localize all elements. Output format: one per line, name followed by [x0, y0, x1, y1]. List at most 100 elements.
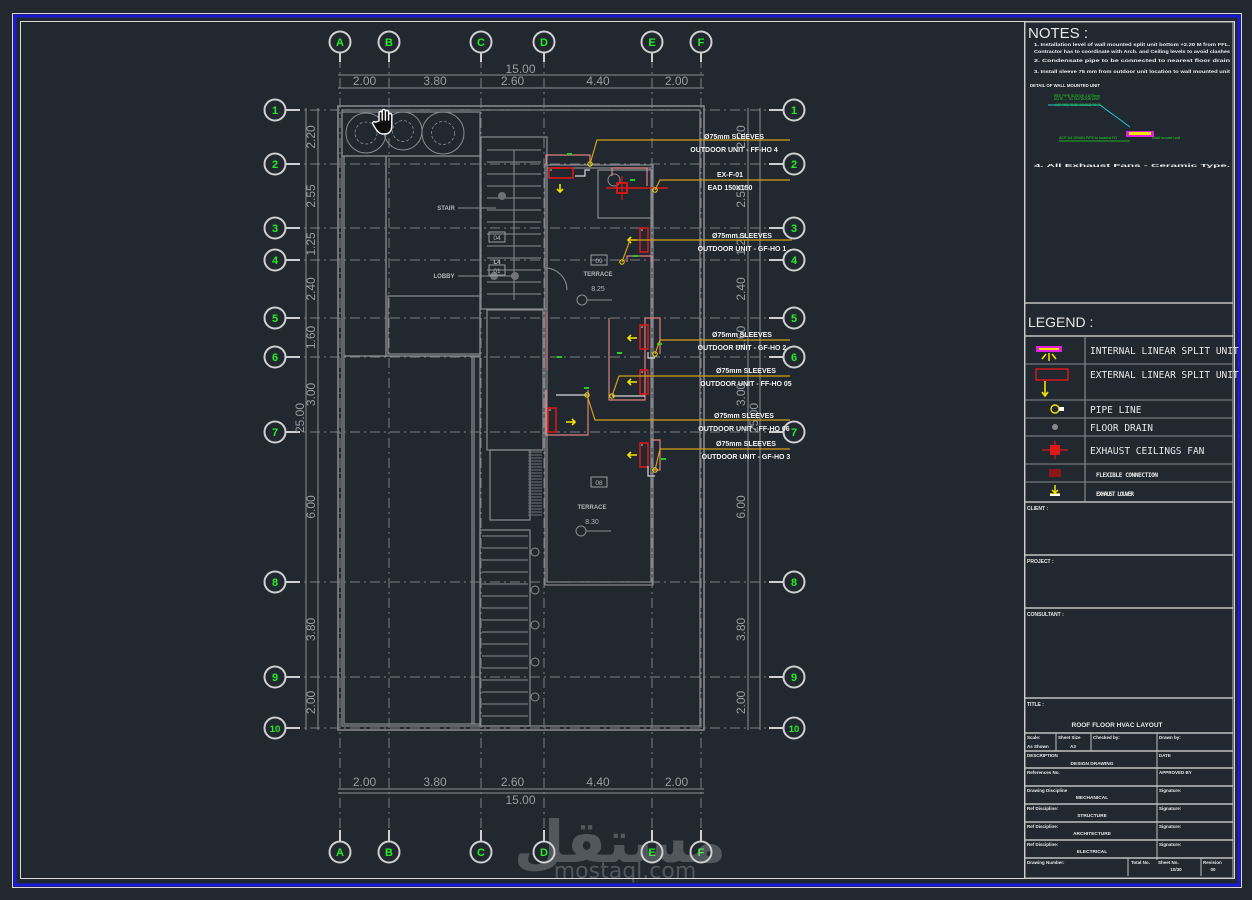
- callout-line-1: Ø75mm SLEEVES: [716, 441, 776, 448]
- discipline-label: Ref Discipline:: [1027, 842, 1059, 847]
- drawn-by-label: Drawn by:: [1159, 735, 1181, 740]
- terrace-inner: [546, 167, 652, 583]
- callout-line-2: OUTDOOR UNIT - FF-HO 06: [698, 426, 789, 433]
- grid-bubble-circle: [782, 570, 806, 594]
- pipe-line-icon: [1050, 404, 1064, 414]
- grid-bubble-label: A: [336, 37, 344, 49]
- grid-bubble-col-E: E: [640, 30, 664, 62]
- leader-line: [611, 375, 790, 397]
- dimension-value: 2.00: [734, 690, 748, 714]
- sleeve-tag: [657, 343, 662, 345]
- exhaust-fan-icon: [1042, 441, 1068, 459]
- refrigerant-pipe: [545, 390, 589, 436]
- icon-part: [1050, 494, 1060, 496]
- note-item: 4. All Exhaust Fans - Ceramic Type.: [1034, 163, 1230, 168]
- watermark-arabic: مستقل: [514, 808, 726, 876]
- grid-bubble-circle: [263, 570, 287, 594]
- grid-bubble-label: E: [648, 847, 655, 859]
- grid-bubble-circle: [782, 716, 806, 740]
- condensate-arrow-icon: [626, 451, 637, 459]
- project-label: PROJECT :: [1027, 559, 1054, 565]
- grid-bubble-row-1: 1: [769, 98, 806, 122]
- vertical-dimension-chain: 2.202.551.252.401.603.006.003.802.0025.0…: [734, 108, 761, 730]
- dimension-value: 2.00: [665, 775, 689, 789]
- grid-bubble-col-D: D: [532, 830, 556, 864]
- dimension-value: 2.20: [304, 125, 318, 149]
- detail-leader: [1099, 104, 1131, 128]
- grid-bubble-circle: [640, 30, 664, 54]
- discipline-value: STRUCTURE: [1077, 813, 1107, 819]
- grid-bubble-row-2: 2: [263, 152, 300, 176]
- room-name: TERRACE: [577, 505, 606, 511]
- callout-line-2: EAD 150X150: [708, 185, 753, 192]
- grid-bubble-circle: [263, 345, 287, 369]
- grid-bubble-label: 2: [791, 159, 797, 171]
- column-dot: [511, 272, 519, 280]
- column-marker: [530, 692, 540, 702]
- grid-bubble-label: 8: [791, 577, 797, 589]
- terrace-boundary: [544, 164, 654, 586]
- discipline-value: ARCHITECTURE: [1073, 831, 1112, 837]
- grid-bubble-circle: [377, 30, 401, 54]
- level-marker-icon: [576, 294, 588, 306]
- dimension-value: 2.60: [501, 775, 525, 789]
- sleeve-tag: [633, 255, 638, 257]
- external-split-unit-icon: [1035, 368, 1069, 398]
- room-wall: [387, 295, 481, 355]
- discipline-label: Ref Discipline:: [1027, 824, 1059, 829]
- tree-canopy-detail: [431, 121, 455, 145]
- dimension-value: 2.20: [734, 125, 748, 149]
- flexible-connection-icon: [1049, 469, 1061, 477]
- grid-bubble-label: 10: [789, 724, 800, 735]
- watermark-latin: mostaql.com: [554, 859, 697, 884]
- dimension-value: 3.80: [734, 617, 748, 641]
- grid-bubble-row-10: 10: [263, 716, 300, 740]
- unit-dot: [641, 229, 643, 231]
- unit-dot: [641, 444, 643, 446]
- condensate-arrow-icon: [556, 184, 564, 194]
- sleeve-tag: [557, 356, 562, 358]
- grid-bubble-circle: [532, 840, 556, 864]
- grid-bubble-circle: [263, 306, 287, 330]
- leader-line: [621, 239, 792, 263]
- outdoor-unit-symbol: [639, 369, 649, 395]
- grid-bubble-circle: [263, 216, 287, 240]
- discipline-label: Drawing Discipline: [1027, 788, 1068, 793]
- sleeve-tag: [630, 179, 635, 181]
- grid-bubble-label: D: [540, 37, 548, 49]
- callout-line-2: OUTDOOR UNIT - FF-HO 05: [700, 381, 791, 388]
- grid-bubble-label: 7: [791, 427, 797, 439]
- sleeve-tag: [567, 153, 572, 155]
- dimension-total: 25.00: [747, 403, 761, 433]
- grid-bubble-label: C: [477, 37, 485, 49]
- callout-line-2: OUTDOOR UNIT - FF-HO 4: [690, 147, 778, 154]
- icon-part: [1052, 424, 1058, 430]
- callout-line-2: OUTDOOR UNIT - GF-HO 2: [698, 345, 787, 352]
- pipe-node-icon: [652, 187, 658, 193]
- refrigerant-pipe: [608, 317, 661, 401]
- grid-bubble-circle: [263, 248, 287, 272]
- room-name: LOBBY: [434, 274, 455, 280]
- note-item: 1. Installation level of wall mounted sp…: [1034, 42, 1230, 47]
- split-unit-body: [547, 407, 557, 433]
- grid-bubble-circle: [377, 840, 401, 864]
- legend-label: PIPE LINE: [1090, 405, 1142, 416]
- dimension-value: 1.25: [304, 232, 318, 256]
- consultant-label: CONSULTANT :: [1027, 612, 1064, 618]
- dimension-value: 3.00: [734, 382, 748, 406]
- outer-wall-inner: [341, 109, 701, 727]
- grid-bubble-row-7: 7: [263, 420, 300, 444]
- grid-bubble-row-7: 7: [769, 420, 806, 444]
- condensate-arrow-icon: [566, 418, 577, 426]
- grid-bubble-label: 9: [791, 672, 797, 684]
- references-label: References No.: [1027, 770, 1060, 775]
- bathroom-wall: [597, 169, 653, 219]
- grid-bubble-circle: [640, 840, 664, 864]
- internal-split-unit-icon: [1036, 346, 1062, 361]
- grid-bubble-label: F: [698, 847, 705, 859]
- title-label: TITLE :: [1027, 702, 1044, 708]
- grid-bubble-label: 2: [272, 159, 278, 171]
- room-tag-box: [488, 231, 506, 243]
